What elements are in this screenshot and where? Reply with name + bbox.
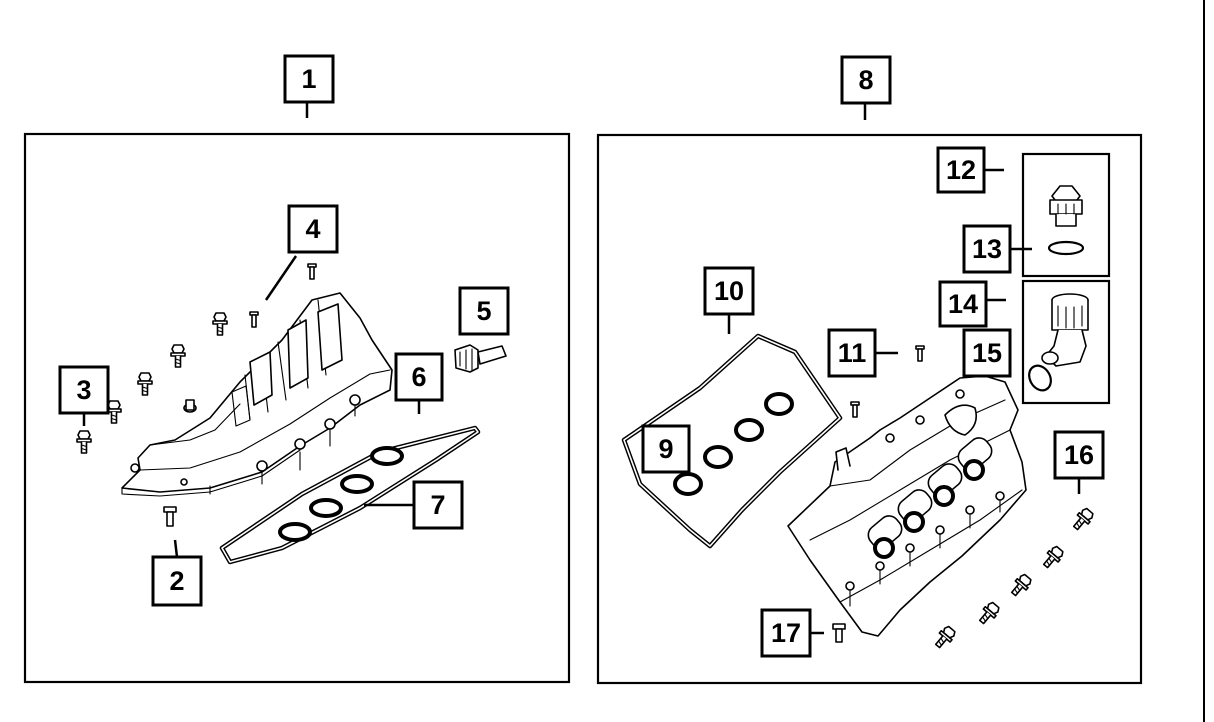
- svg-text:4: 4: [305, 214, 320, 244]
- part-15-oring: [1028, 364, 1052, 392]
- left-panel-frame: [23, 132, 571, 684]
- svg-text:3: 3: [76, 375, 91, 405]
- svg-text:5: 5: [476, 296, 491, 326]
- callout-11: 11: [827, 328, 898, 378]
- callout-8: 8: [840, 55, 892, 120]
- callout-16: 16: [1053, 430, 1105, 494]
- callout-5: 5: [458, 286, 510, 336]
- callout-13: 13: [962, 224, 1032, 274]
- callout-2: 2: [151, 539, 203, 607]
- callout-15: 15: [962, 328, 1012, 378]
- part-7-gasket: [219, 425, 481, 565]
- callout-3: 3: [58, 365, 110, 426]
- callout-14: 14: [938, 280, 1006, 328]
- svg-text:6: 6: [411, 362, 426, 392]
- svg-text:8: 8: [858, 65, 873, 95]
- part-10-gasket: [621, 333, 843, 549]
- svg-text:9: 9: [658, 434, 673, 464]
- callout-4: 4: [264, 204, 339, 301]
- svg-text:16: 16: [1064, 440, 1094, 470]
- callout-9: 9: [641, 424, 691, 474]
- callout-1: 1: [283, 54, 335, 118]
- part-13-oring: [1047, 240, 1085, 256]
- left-valve-cover: [121, 292, 393, 497]
- right-valve-cover: [787, 375, 1027, 637]
- svg-text:7: 7: [430, 490, 445, 520]
- part-12-cap: [1049, 185, 1083, 227]
- right-panel-frame: [596, 133, 1143, 685]
- svg-text:13: 13: [972, 234, 1002, 264]
- part-2-stud: [163, 506, 177, 527]
- part-5-sensor: [454, 344, 507, 373]
- svg-text:12: 12: [946, 155, 976, 185]
- svg-text:10: 10: [714, 276, 744, 306]
- svg-text:15: 15: [972, 338, 1002, 368]
- callout-6: 6: [394, 352, 444, 414]
- callout-17: 17: [760, 608, 824, 658]
- inset-box-upper: [1021, 152, 1111, 278]
- svg-text:17: 17: [771, 618, 801, 648]
- svg-text:14: 14: [948, 289, 978, 319]
- svg-text:2: 2: [169, 566, 184, 596]
- inset-box-lower: [1021, 279, 1111, 405]
- part-17-stud: [832, 623, 846, 643]
- svg-text:11: 11: [838, 338, 867, 368]
- svg-text:1: 1: [301, 64, 316, 94]
- callout-12: 12: [936, 146, 1004, 194]
- callout-7: 7: [364, 480, 464, 530]
- part-14-filler-neck: [1041, 293, 1089, 367]
- callout-10: 10: [703, 266, 755, 334]
